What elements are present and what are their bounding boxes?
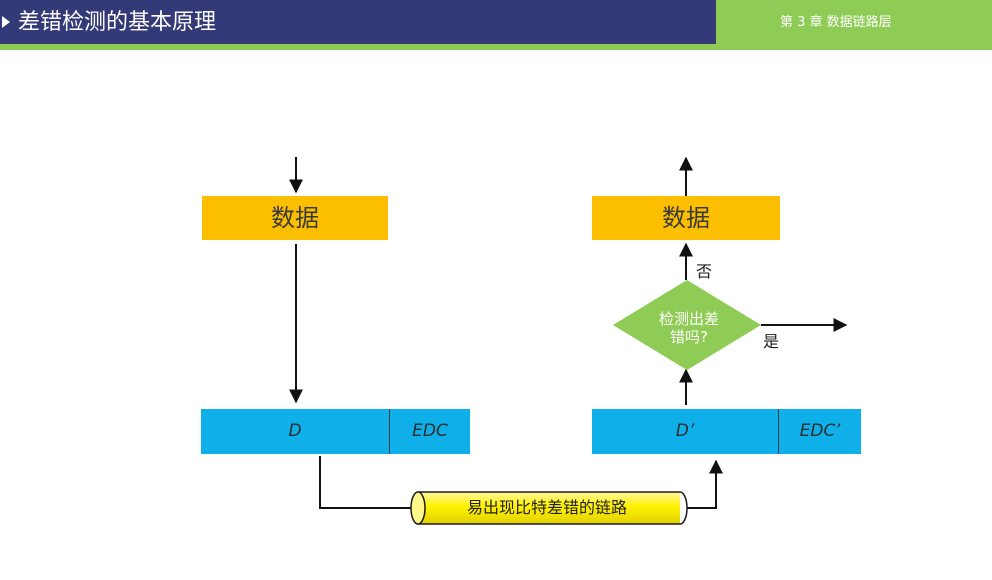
- channel-label: 易出现比特差错的链路: [466, 498, 627, 517]
- chapter-label: 第 3 章 数据链路层: [780, 15, 892, 30]
- slide-title: 差错检测的基本原理: [18, 10, 217, 35]
- receiver-frame-divider: [778, 409, 779, 454]
- slide-header: 差错检测的基本原理 第 3 章 数据链路层: [0, 0, 992, 50]
- sender-frame-data: D: [288, 421, 302, 441]
- receiver-frame-data: D’: [675, 421, 695, 441]
- header-chapter-bar: [716, 0, 992, 46]
- decision-label-line2: 错吗?: [670, 328, 708, 346]
- header-accent-strip: [0, 44, 992, 50]
- decision-label-line1: 检测出差: [658, 310, 719, 328]
- no-label: 否: [696, 262, 713, 281]
- receiver-frame: D’ EDC’: [592, 409, 861, 454]
- sender-data-box: 数据: [202, 196, 388, 240]
- decision-label: 检测出差 错吗?: [626, 310, 752, 346]
- sender-frame-edc: EDC: [412, 421, 448, 441]
- header-title-bar: [0, 0, 716, 46]
- yes-label: 是: [763, 332, 780, 351]
- sender-frame-divider: [389, 409, 390, 454]
- from-channel-arrow: [687, 459, 723, 509]
- receiver-data-box: 数据: [592, 196, 780, 240]
- decision-diamond: [613, 280, 761, 370]
- channel-cylinder: [410, 491, 688, 525]
- sender-frame: D EDC: [201, 409, 470, 454]
- to-channel-arrow: [319, 456, 428, 515]
- receiver-frame-edc: EDC’: [799, 421, 841, 441]
- bullet-arrow-icon: [2, 16, 10, 28]
